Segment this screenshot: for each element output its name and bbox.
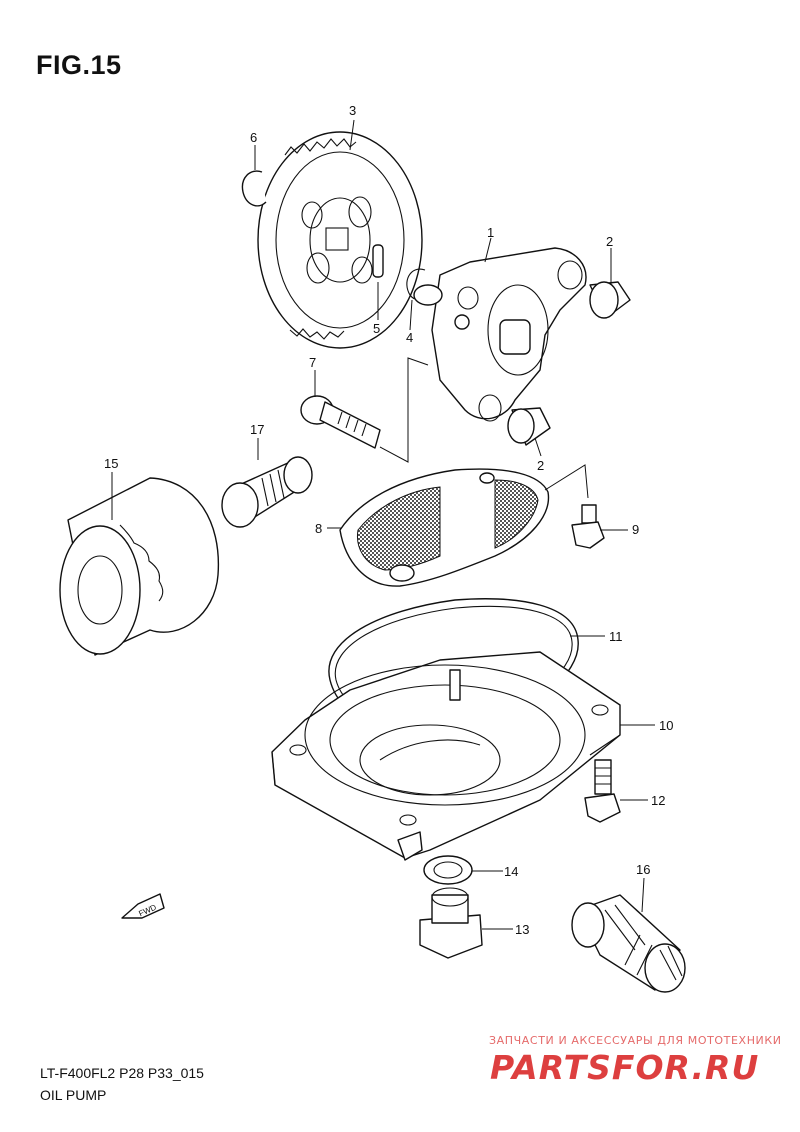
callout-3: 3 <box>349 103 356 118</box>
callout-5: 5 <box>373 321 380 336</box>
part-16-oil-pressure-switch <box>571 894 686 993</box>
callout-1: 1 <box>487 225 494 240</box>
callout-2-upper: 2 <box>606 234 613 249</box>
part-5-pin <box>372 244 384 278</box>
figure-title: FIG.15 <box>36 50 122 80</box>
callout-16: 16 <box>636 862 650 877</box>
callout-numbers: 1 2 2 3 4 5 6 7 8 9 10 11 12 13 14 15 16… <box>104 103 673 937</box>
part-10-oil-pan <box>271 651 621 861</box>
callout-7: 7 <box>309 355 316 370</box>
part-2-dowel-upper <box>589 281 631 319</box>
watermark-logo: PARTSFOR.RU <box>490 1048 760 1087</box>
callout-13: 13 <box>515 922 529 937</box>
fwd-arrow-icon: FWD <box>121 893 165 919</box>
leader-lines <box>111 119 655 930</box>
callout-6: 6 <box>250 130 257 145</box>
part-17-nipple <box>221 456 313 528</box>
callout-17: 17 <box>250 422 264 437</box>
part-2-dowel-lower <box>507 407 551 446</box>
part-8-oil-strainer <box>339 468 550 587</box>
model-code: LT-F400FL2 P28 P33_015 <box>40 1065 204 1081</box>
callout-4: 4 <box>406 330 413 345</box>
callout-2-lower: 2 <box>537 458 544 473</box>
callout-14: 14 <box>504 864 518 879</box>
part-7-bolt <box>300 395 381 449</box>
part-9-bolt <box>571 504 605 549</box>
part-13-drain-plug <box>419 887 483 959</box>
watermark-tagline: ЗАПЧАСТИ И АКСЕССУАРЫ ДЛЯ МОТОТЕХНИКИ <box>489 1034 782 1047</box>
part-15-oil-filter <box>59 477 220 656</box>
callout-9: 9 <box>632 522 639 537</box>
callout-15: 15 <box>104 456 118 471</box>
callout-11: 11 <box>609 629 623 644</box>
callout-10: 10 <box>659 718 673 733</box>
part-6-circlip <box>241 170 267 207</box>
callout-12: 12 <box>651 793 665 808</box>
part-14-washer <box>423 855 473 885</box>
part-12-bolt <box>584 759 621 823</box>
section-name: OIL PUMP <box>40 1087 107 1103</box>
callout-8: 8 <box>315 521 322 536</box>
part-1-oil-pump <box>413 247 587 422</box>
part-3-gear <box>257 131 423 349</box>
